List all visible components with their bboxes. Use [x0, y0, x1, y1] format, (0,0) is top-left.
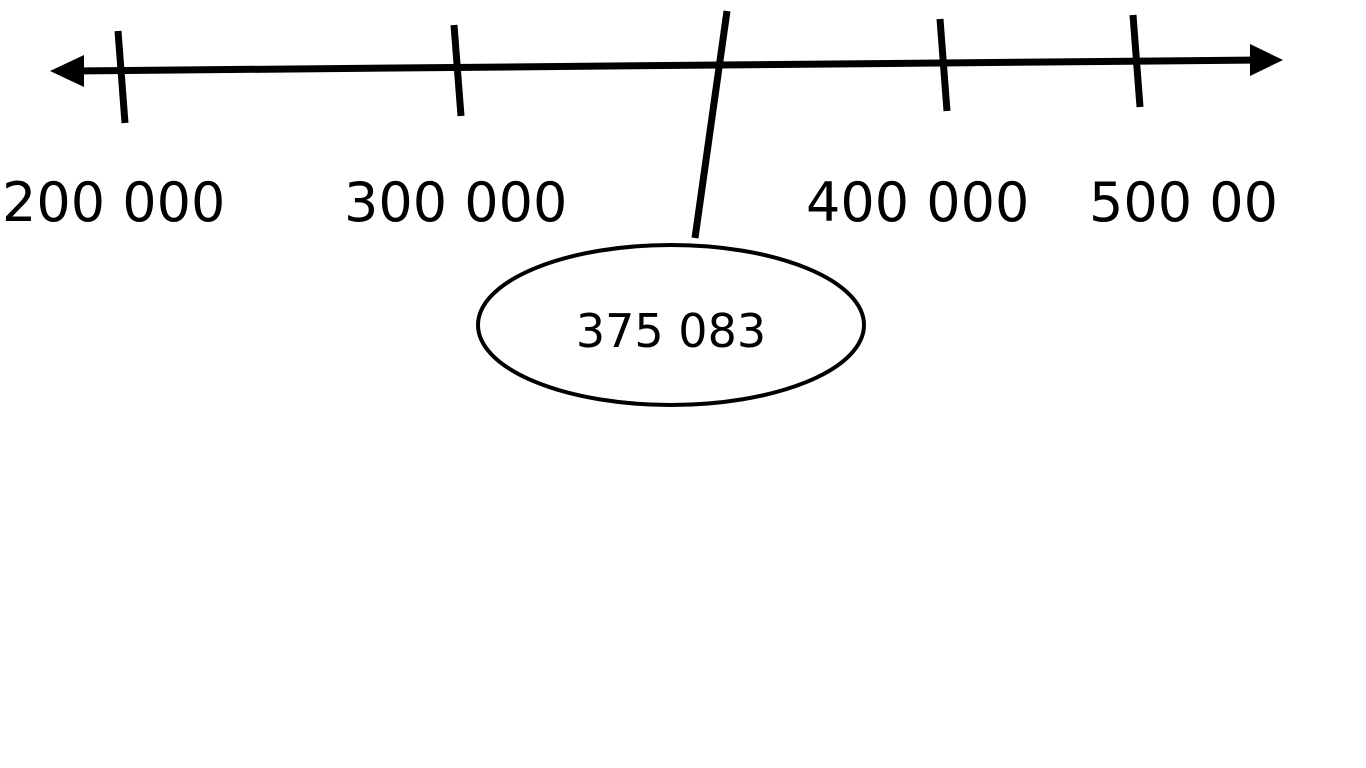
right-arrowhead: [1250, 44, 1283, 76]
tick-mark-300000: [450, 24, 465, 117]
tick-label-200000: 200 000: [2, 171, 225, 234]
tick-mark-200000: [114, 30, 129, 124]
marked-value-callout: [476, 243, 866, 407]
tick-mark-400000: [936, 18, 951, 112]
number-line-axis: [71, 56, 1263, 75]
marked-value-label: 375 083: [576, 304, 766, 358]
tick-label-300000: 300 000: [344, 171, 567, 234]
marked-value-pointer: [691, 10, 731, 239]
tick-label-400000: 400 000: [806, 171, 1029, 234]
left-arrowhead: [50, 55, 84, 87]
tick-label-500000: 500 00: [1089, 171, 1278, 234]
tick-mark-500000: [1129, 14, 1144, 108]
